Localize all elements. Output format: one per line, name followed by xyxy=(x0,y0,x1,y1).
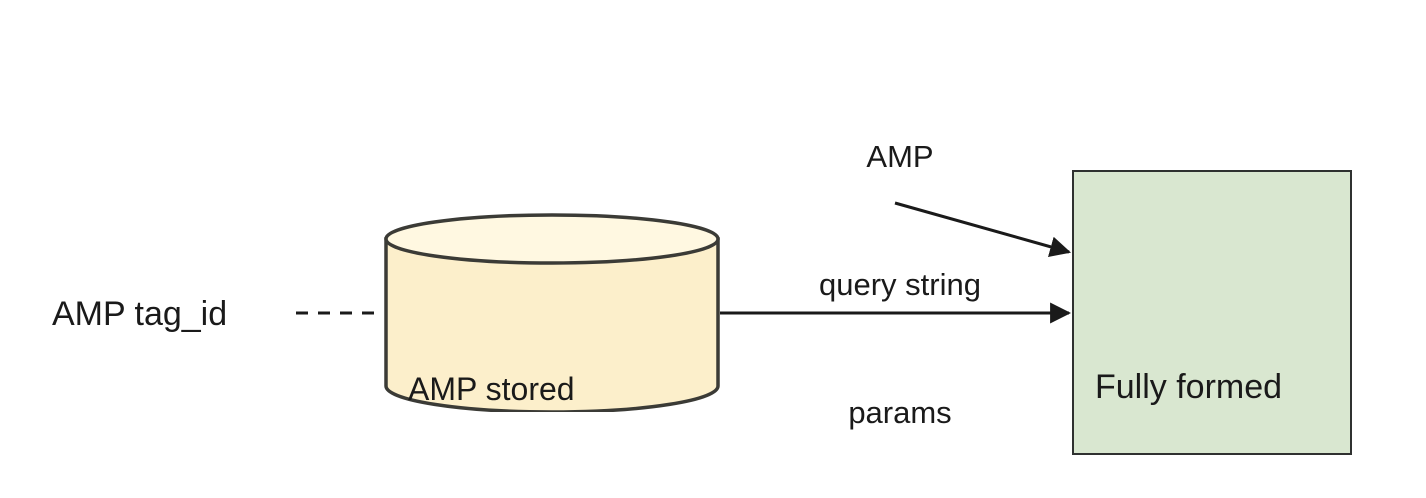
node-fully-formed-ortb-shape xyxy=(1072,170,1352,455)
cylinder-label-line-2: request template xyxy=(408,494,646,498)
connector-params-to-ortb xyxy=(894,201,1072,257)
node-fully-formed-ortb-label: Fully formed ORTB xyxy=(1095,277,1282,498)
node-amp-stored-request-template-label: AMP stored request template xyxy=(408,286,646,498)
cylinder-label-line-1: AMP stored xyxy=(408,371,575,408)
node-amp-stored-request-template-shape xyxy=(384,213,720,412)
ortb-label-line-1: Fully formed xyxy=(1095,368,1283,407)
query-label-line-3: params xyxy=(848,395,952,431)
query-label-line-1: AMP xyxy=(866,138,934,174)
label-amp-tag-id: AMP tag_id xyxy=(52,295,228,333)
label-amp-query-string-params: AMP query string params xyxy=(790,50,1010,498)
query-label-line-2: query string xyxy=(819,266,981,302)
